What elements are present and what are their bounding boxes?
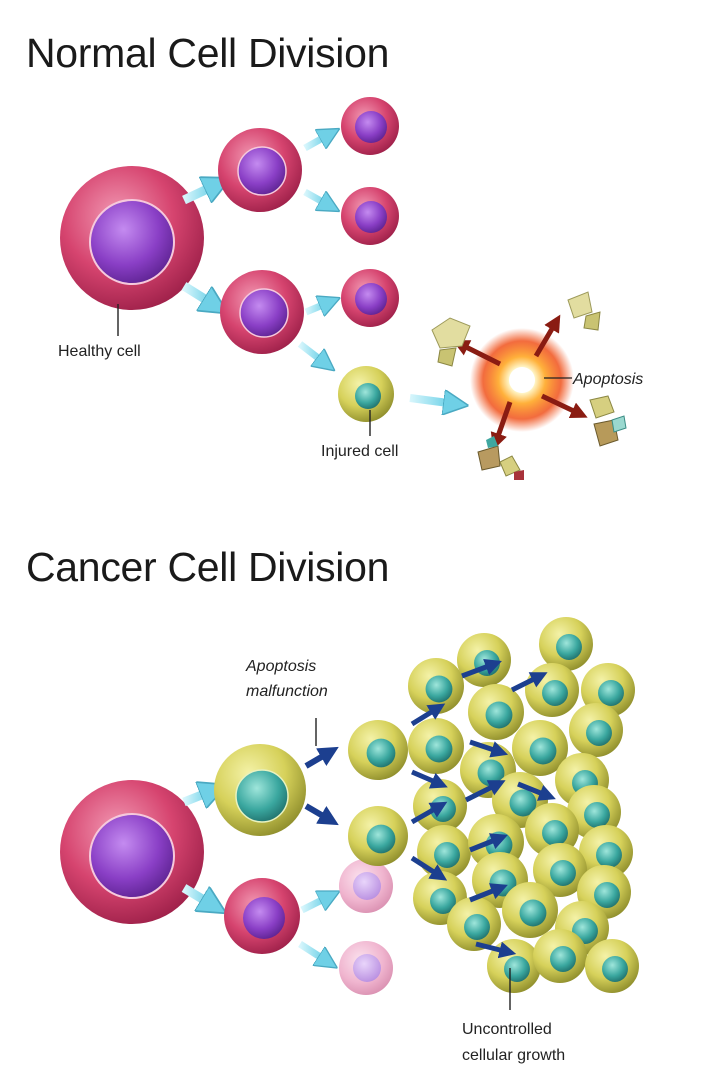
healthy-cell bbox=[60, 166, 204, 310]
normal-section: Healthy cell Injured cell Apoptosis bbox=[58, 97, 643, 480]
cancer-cell bbox=[348, 720, 408, 780]
proliferation-arrow bbox=[411, 769, 448, 789]
proliferation-arrow bbox=[410, 801, 448, 825]
cancer-cell bbox=[533, 929, 587, 983]
cancer-section: Apoptosis malfunction Uncontrolled cellu… bbox=[60, 617, 639, 1064]
cancer-cell bbox=[525, 663, 579, 717]
apoptosis-label: Apoptosis bbox=[572, 371, 643, 388]
cancer-cell bbox=[348, 806, 408, 866]
apoptosis-burst bbox=[431, 291, 627, 480]
cancer-cell bbox=[579, 825, 633, 879]
proliferation-arrow bbox=[410, 855, 448, 881]
arrow-to-upper-daughter bbox=[182, 184, 218, 205]
cancer-cell-mass bbox=[348, 617, 639, 993]
cancer-origin-cell bbox=[60, 780, 204, 924]
cancer-cell bbox=[512, 720, 568, 776]
healthy-cell-label: Healthy cell bbox=[58, 343, 141, 360]
proliferation-arrow bbox=[469, 739, 509, 758]
cancer-cell bbox=[525, 803, 579, 857]
arrow-to-lower-daughter bbox=[181, 282, 216, 306]
proliferation-arrow bbox=[461, 659, 502, 679]
uncontrolled-growth-label-2: cellular growth bbox=[462, 1047, 565, 1064]
daughter-cell-lower bbox=[220, 270, 304, 354]
arrow-to-apoptosis bbox=[409, 398, 456, 404]
granddaughter-cell-1 bbox=[341, 97, 399, 155]
proliferation-arrow bbox=[464, 780, 506, 803]
healthy-daughter-cell bbox=[224, 878, 300, 954]
cancer-cell bbox=[502, 882, 558, 938]
pale-cell-2 bbox=[339, 941, 393, 995]
injured-cell-label: Injured cell bbox=[321, 443, 398, 460]
cancer-cell bbox=[585, 939, 639, 993]
daughter-cell-upper bbox=[218, 128, 302, 212]
cancer-cell bbox=[468, 684, 524, 740]
apoptosis-malfunction-label-2: malfunction bbox=[246, 683, 328, 700]
malfunctioning-cell bbox=[214, 744, 306, 836]
proliferation-arrow bbox=[510, 672, 548, 693]
cancer-cell bbox=[569, 703, 623, 757]
cancer-cell bbox=[533, 843, 587, 897]
proliferation-arrow bbox=[469, 833, 508, 853]
cell-fragments bbox=[431, 291, 627, 480]
proliferation-arrow bbox=[517, 781, 556, 801]
uncontrolled-growth-label-1: Uncontrolled bbox=[462, 1021, 552, 1038]
cancer-cell bbox=[539, 617, 593, 671]
cancer-cell bbox=[408, 718, 464, 774]
granddaughter-cell-2 bbox=[341, 187, 399, 245]
proliferation-arrow bbox=[475, 941, 517, 959]
cancer-cell bbox=[447, 897, 501, 951]
pale-cell-1 bbox=[339, 859, 393, 913]
cancer-cell bbox=[457, 633, 511, 687]
cancer-cell bbox=[408, 658, 464, 714]
apoptosis-malfunction-label-1: Apoptosis bbox=[245, 658, 316, 675]
granddaughter-cell-3 bbox=[341, 269, 399, 327]
cancer-division-title: Cancer Cell Division bbox=[26, 544, 390, 590]
proliferation-arrow bbox=[410, 703, 446, 727]
normal-division-title: Normal Cell Division bbox=[26, 30, 390, 76]
proliferation-arrow bbox=[469, 883, 508, 903]
injured-cell bbox=[338, 366, 394, 422]
cancer-cell bbox=[417, 825, 471, 879]
